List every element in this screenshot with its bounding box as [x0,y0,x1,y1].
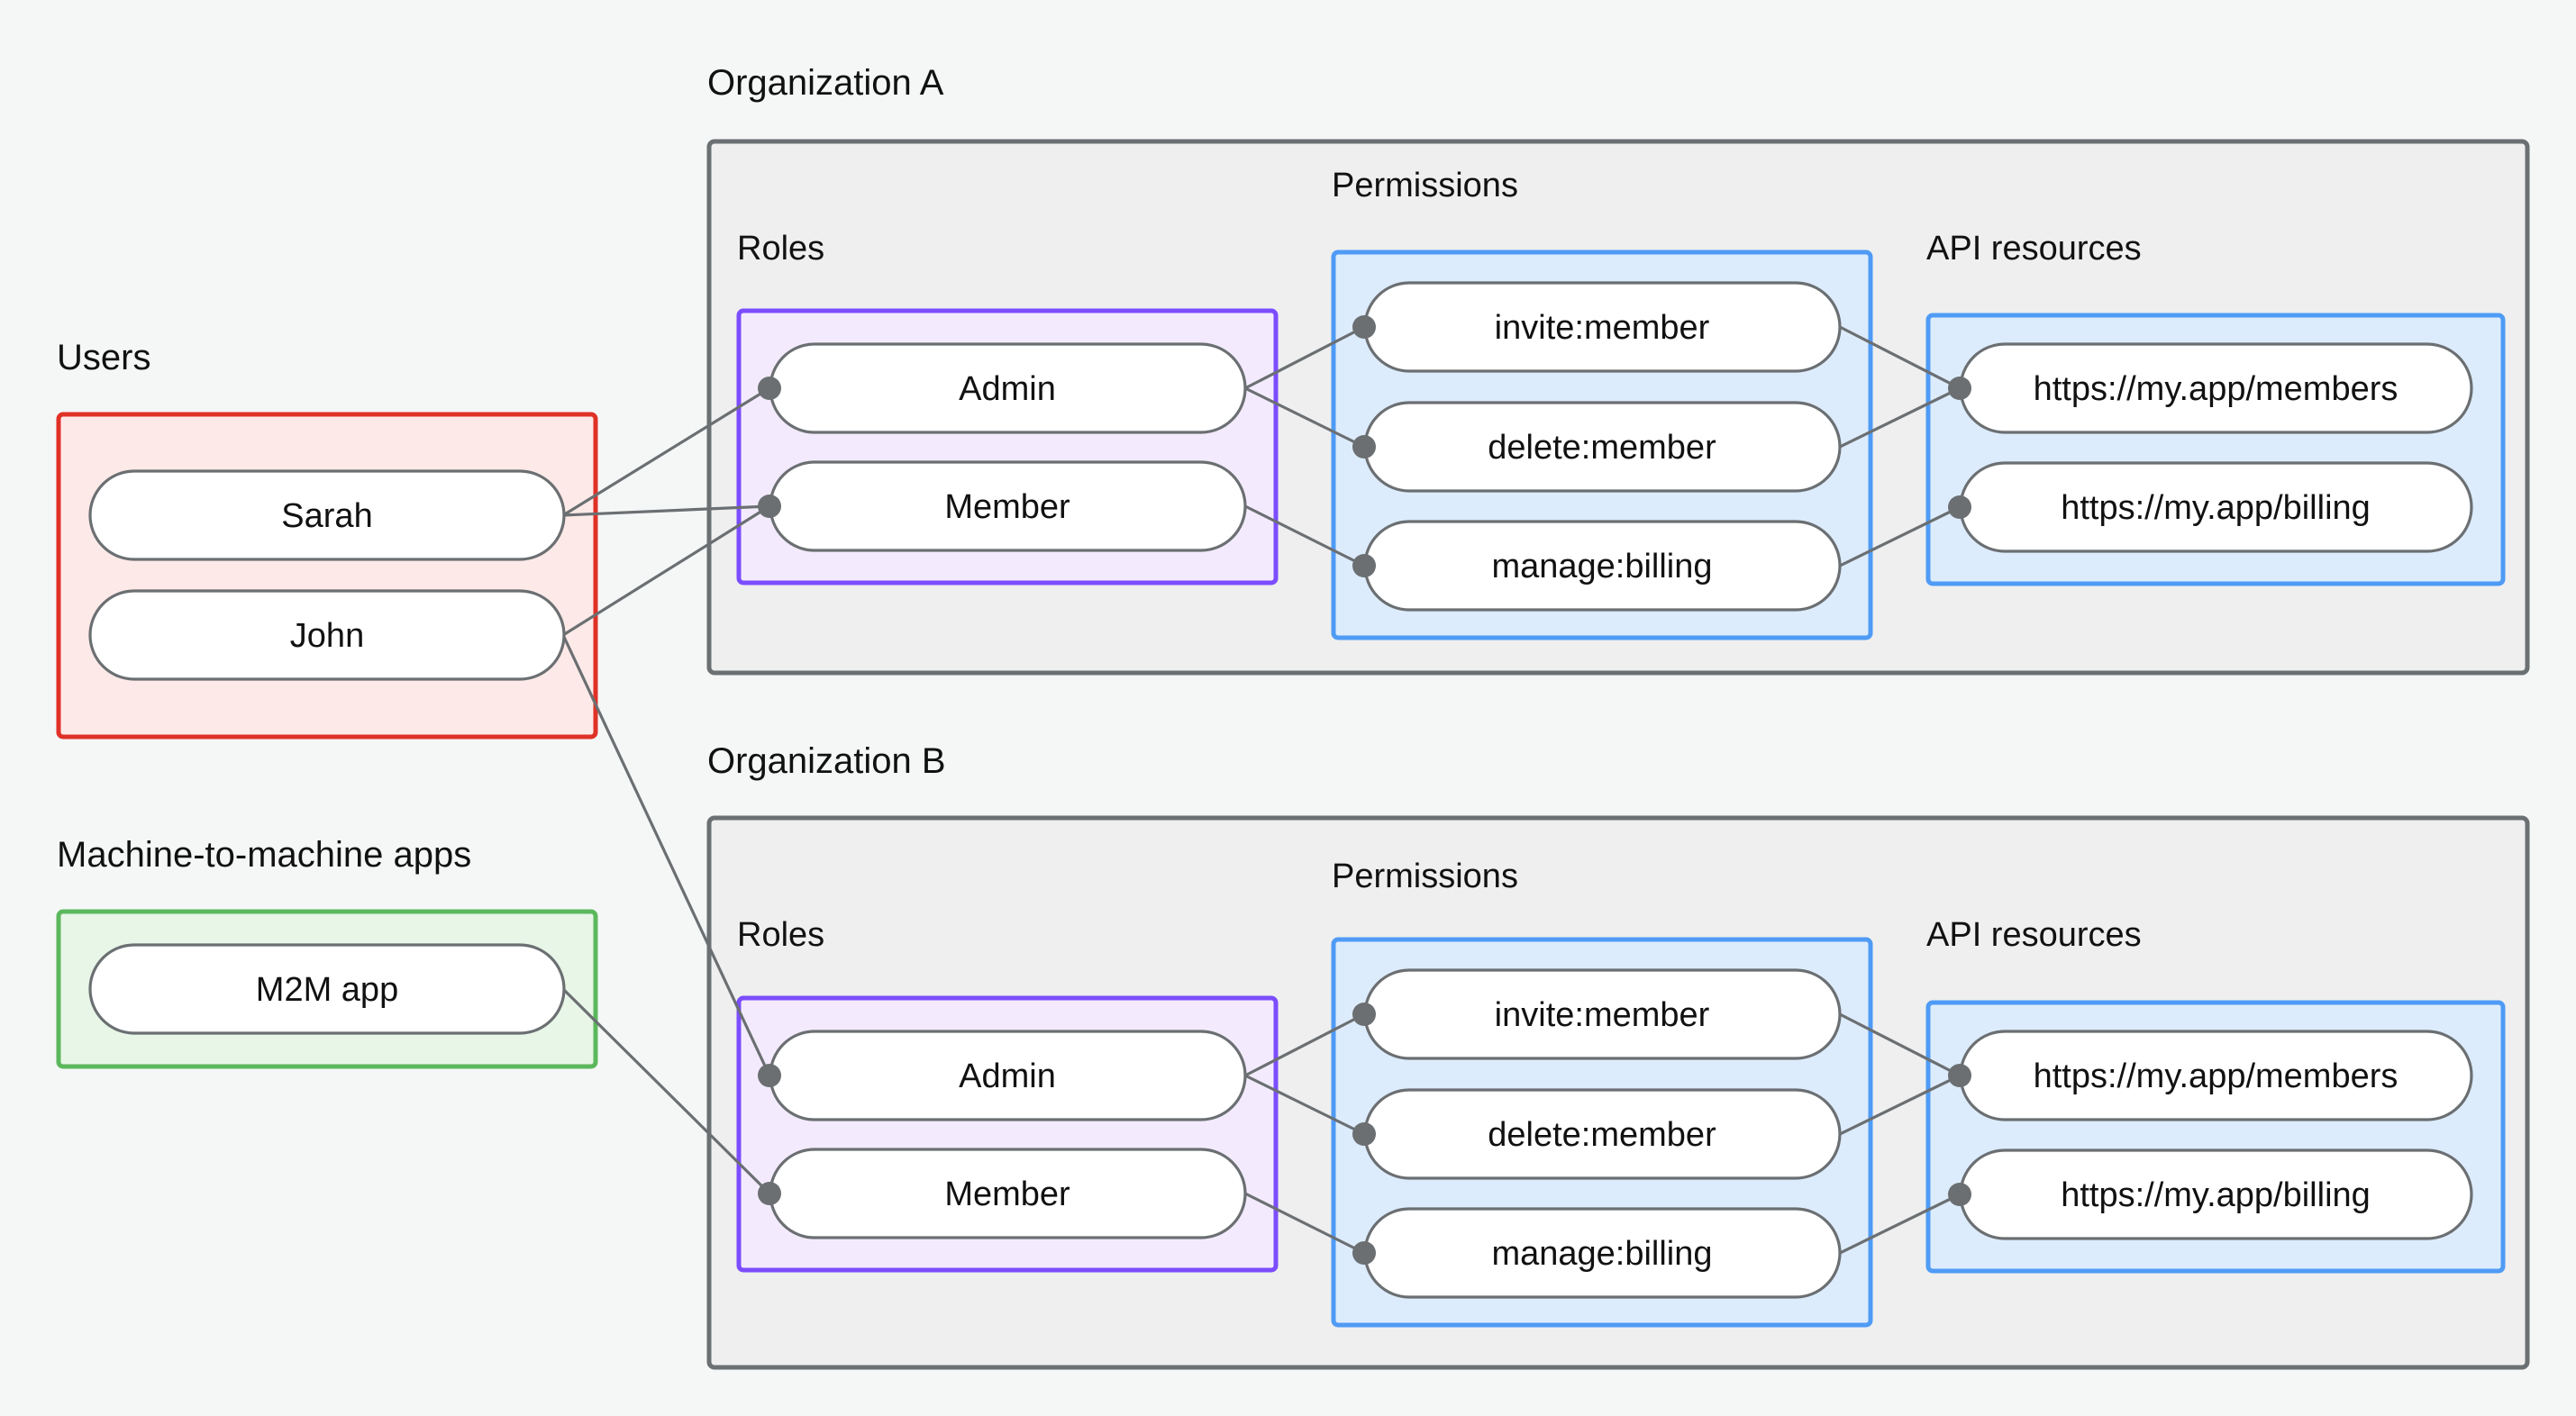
org-b-role-label-admin: Admin [959,1057,1056,1095]
org-b-permission-node-billing[interactable]: manage:billing [1363,1207,1842,1299]
anchor-dot-org-a-res-members-left [1948,377,1971,400]
org-b-api-node-members[interactable]: https://my.app/members [1959,1030,2473,1121]
org-a-api-node-members[interactable]: https://my.app/members [1959,342,2473,434]
user-node-sarah[interactable]: Sarah [88,469,566,561]
org-b-permissions-title: Permissions [1332,858,1518,895]
org-a-permission-node-invite[interactable]: invite:member [1363,281,1842,373]
anchor-dot-org-b-billing-left [1352,1241,1376,1265]
anchor-dot-org-a-invite-left [1352,315,1376,339]
edge-sarah-to-org-a-admin [562,386,770,517]
org-b-permission-label-delete: delete:member [1488,1116,1716,1154]
org-a-permission-node-delete[interactable]: delete:member [1363,401,1842,493]
org-b-permission-node-delete[interactable]: delete:member [1363,1088,1842,1180]
org-a-permission-label-invite: invite:member [1495,309,1710,347]
edge-org-a-admin-to-invite [1244,325,1365,390]
user-pill-sarah[interactable] [88,469,566,561]
edge-org-b-billing-to-billing-res [1839,1193,1961,1255]
org-a-api-label-billing: https://my.app/billing [2061,489,2371,527]
anchor-dot-org-b-admin-left [758,1064,781,1087]
edge-john-to-org-b-admin [561,634,771,1076]
edge-org-a-invite-to-members [1839,325,1961,390]
anchor-dot-org-b-invite-left [1352,1003,1376,1026]
org-b-role-node-admin[interactable]: Admin [769,1030,1247,1121]
org-a-role-node-member[interactable]: Member [769,460,1247,552]
org-b-api-node-billing[interactable]: https://my.app/billing [1959,1148,2473,1240]
org-b-api-label-members: https://my.app/members [2034,1057,2399,1095]
edge-org-a-admin-to-delete [1244,386,1365,449]
org-b-roles-title: Roles [737,916,824,954]
m2m-section-title: Machine-to-machine apps [57,835,471,875]
edge-org-b-delete-to-members [1839,1074,1961,1136]
user-label-sarah: Sarah [281,497,372,535]
user-node-john[interactable]: John [88,589,566,681]
anchor-dot-org-a-res-billing-left [1948,495,1971,519]
org-a-role-label-member: Member [944,488,1070,526]
edge-org-a-billing-to-billing-res [1839,505,1961,567]
edge-org-b-admin-to-invite [1244,1012,1365,1077]
org-b-role-node-member[interactable]: Member [769,1148,1247,1239]
anchor-dot-org-b-delete-left [1352,1122,1376,1146]
edge-org-b-admin-to-delete [1244,1074,1365,1136]
anchor-dot-org-a-delete-left [1352,435,1376,458]
m2m-pill-app[interactable] [88,943,566,1035]
anchor-dot-org-a-billing-left [1352,554,1376,577]
org-a-role-node-admin[interactable]: Admin [769,342,1247,434]
org-b-title: Organization B [707,741,946,781]
edge-org-a-delete-to-members [1839,386,1961,449]
user-pill-john[interactable] [88,589,566,681]
edge-org-b-member-to-billing [1244,1192,1365,1255]
edge-org-b-invite-to-members [1839,1012,1961,1077]
connection-edges [561,325,1961,1255]
org-a-permission-node-billing[interactable]: manage:billing [1363,520,1842,612]
anchor-dot-org-b-res-members-left [1948,1064,1971,1087]
anchor-dot-org-b-res-billing-left [1948,1183,1971,1206]
anchor-dot-org-a-member-left [758,495,781,518]
users-box [56,412,598,740]
anchor-dot-org-a-admin-left [758,377,781,400]
users-section-title: Users [57,338,150,377]
org-a-permissions-title: Permissions [1332,167,1518,204]
connection-anchor-dots [758,315,1971,1265]
user-label-john: John [290,617,364,655]
org-a-api-node-billing[interactable]: https://my.app/billing [1959,461,2473,553]
anchor-dot-org-b-member-left [758,1182,781,1205]
m2m-label-app: M2M app [256,971,398,1009]
edge-john-to-org-a-member [562,504,770,637]
org-a-title: Organization A [707,63,944,103]
edge-m2m-to-org-b-member [561,987,771,1195]
m2m-node-app[interactable]: M2M app [88,943,566,1035]
org-a-permission-label-delete: delete:member [1488,429,1716,467]
edge-org-a-member-to-billing [1244,504,1365,567]
org-a-api-label-members: https://my.app/members [2034,370,2399,408]
org-b-permission-label-billing: manage:billing [1491,1235,1712,1273]
org-b-permission-label-invite: invite:member [1495,996,1710,1034]
org-b-api-label-billing: https://my.app/billing [2061,1176,2371,1214]
edge-sarah-to-org-a-member [562,504,770,517]
org-a-roles-title: Roles [737,230,824,268]
org-a-permission-label-billing: manage:billing [1491,548,1712,585]
org-b-api-title: API resources [1926,916,2142,954]
org-a-role-label-admin: Admin [959,370,1056,408]
org-b-permission-node-invite[interactable]: invite:member [1363,968,1842,1060]
org-a-api-title: API resources [1926,230,2142,268]
org-b-role-label-member: Member [944,1175,1070,1213]
